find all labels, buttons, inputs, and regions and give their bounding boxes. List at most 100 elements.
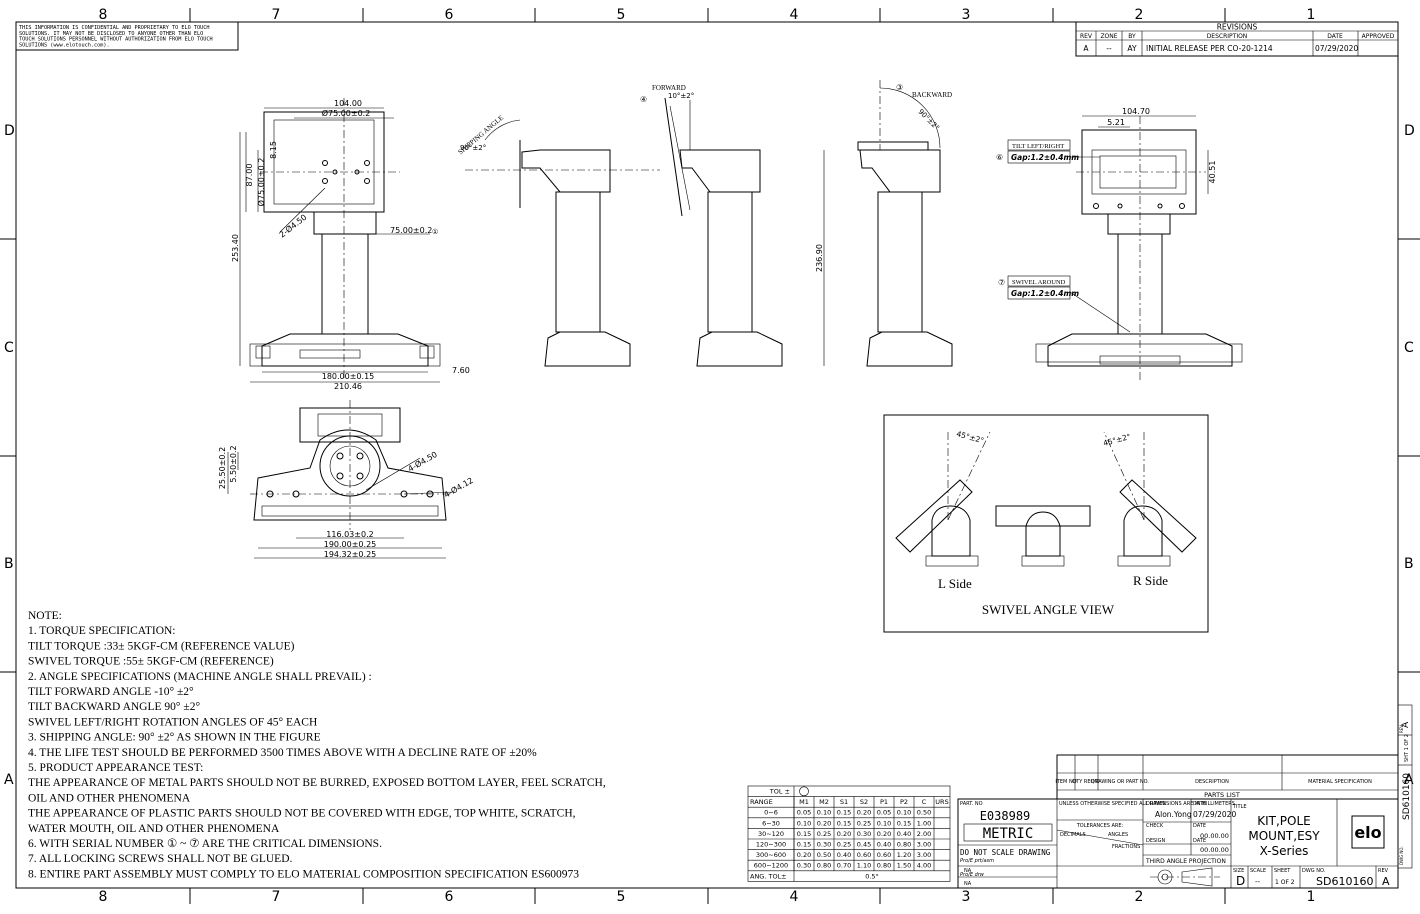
tol-cell: 3.00 <box>917 851 931 859</box>
drawn-date: 07/29/2020 <box>1193 810 1236 819</box>
zone-label-bottom: 8 <box>99 889 108 905</box>
side-dwg-label: DWG NO. <box>1399 846 1404 865</box>
title-line-2: MOUNT,ESY <box>1248 829 1320 843</box>
dim-bot-h2: 5.50±0.2 <box>229 445 238 482</box>
scale-value: -- <box>1255 878 1261 886</box>
rev-cell: 07/29/2020 <box>1315 44 1358 53</box>
dim-right-height: 40.51 <box>1208 161 1217 184</box>
forward-view: FORWARD 10°±2° ④ <box>640 84 783 367</box>
rev-header: REV <box>1080 33 1093 40</box>
tol-cell: 0.25 <box>817 830 831 838</box>
tol-cell: 120~300 <box>756 841 786 849</box>
dim-top-hole: Ø75.00±0.2 <box>322 108 371 118</box>
tol-cell: 0.10 <box>817 809 831 817</box>
callout-3: ③ <box>896 83 903 92</box>
zone-label-bottom: 7 <box>272 889 281 905</box>
side-rev-label: REV <box>1399 725 1404 733</box>
drawn-date-label: DATE <box>1193 801 1206 807</box>
tilt-gap: Gap:1.2±0.4mm <box>1011 153 1079 162</box>
size-label: SIZE <box>1233 868 1244 874</box>
swivel-left-label: L Side <box>938 576 972 591</box>
design-label: DESIGN <box>1146 838 1166 844</box>
elo-logo <box>1351 815 1385 849</box>
check-label: CHECK <box>1146 823 1164 829</box>
tol-cell: 0.20 <box>797 851 811 859</box>
shipping-side-view: SHIPPING ANGLE 90°±2° <box>457 114 660 367</box>
projection-label: THIRD ANGLE PROJECTION <box>1145 858 1226 865</box>
tol-cell: 3.00 <box>917 841 931 849</box>
backward-angle: 90°±2° <box>917 108 941 132</box>
dim-bot-w1: 116.03±0.2 <box>326 530 373 539</box>
sheet-border <box>15 21 1399 889</box>
parts-list-header: MATERIAL SPECIFICATION <box>1308 779 1372 785</box>
drawn-label: DRAWN <box>1146 801 1165 807</box>
tol-cell: 0.05 <box>797 809 811 817</box>
tol-cell: 6~30 <box>762 819 780 827</box>
row-label-left: A <box>4 772 14 788</box>
swivel-label: SWIVEL AROUND <box>1012 279 1066 286</box>
tol-header: P1 <box>880 798 888 806</box>
row-label-right: B <box>1404 556 1414 572</box>
note-line: 5. PRODUCT APPEARANCE TEST: <box>28 762 203 774</box>
parts-list-header: ITEM NO <box>1055 779 1076 785</box>
forward-label: FORWARD <box>652 84 686 92</box>
callout-4: ④ <box>640 95 647 104</box>
design-date: 00.00.00 <box>1200 846 1229 854</box>
dim-bot-hole1: 4-Ø4.50 <box>406 449 439 474</box>
callout-7: ⑦ <box>998 278 1005 287</box>
tol-label: TOL ± <box>769 788 790 796</box>
note-line: THE APPEARANCE OF METAL PARTS SHOULD NOT… <box>28 777 606 789</box>
right-view-dimensions: 104.70 5.21 40.51 TILT LEFT/RIGHT Gap:1.… <box>996 107 1217 333</box>
row-label-left: B <box>4 556 14 572</box>
tol-cell: 0.60 <box>857 851 871 859</box>
confidential-box <box>15 21 239 51</box>
dim-base-width: 180.00±0.15 <box>322 372 375 381</box>
row-label-right: D <box>1404 123 1415 139</box>
parts-list-header: DRAWING OR PART NO. <box>1091 779 1149 785</box>
ang-tol-label: ANG. TOL± <box>750 872 787 880</box>
shipping-angle: 90°±2° <box>460 144 486 152</box>
tol-cell: 0.45 <box>857 841 871 849</box>
swivel-angle-view: 45°±2° 45°±2° L Side R Side SWIVEL ANGLE… <box>883 414 1209 633</box>
tol-cell: 0.80 <box>817 862 831 870</box>
proe-part: NA <box>964 868 972 874</box>
title-label: TITLE <box>1232 804 1247 810</box>
dim-plate-height: 87.00 <box>245 164 254 187</box>
tol-cell: 1.20 <box>897 851 911 859</box>
confidential-line: SOLUTIONS (www.elotouch.com). <box>19 42 110 48</box>
tol-cell: 0.40 <box>877 841 891 849</box>
note-line: TILT TORQUE :33± 5KGF-CM (REFERENCE VALU… <box>28 640 295 652</box>
tol-cell: 0.50 <box>817 851 831 859</box>
backward-view: BACKWARD 90°±2° ③ 236.90 <box>815 80 953 367</box>
side-dwg: SD610160 <box>1402 773 1412 820</box>
unless-specified: UNLESS OTHERWISE SPECIFIED ALL DIMENSION… <box>1059 801 1235 807</box>
zone-label-top: 4 <box>790 7 799 23</box>
rev-cell: -- <box>1106 44 1112 53</box>
tol-cell: 0.50 <box>917 809 931 817</box>
tolerances-label: TOLERANCES ARE: <box>1076 823 1124 829</box>
tol-cell: 0.70 <box>837 862 851 870</box>
dim-base-total: 210.46 <box>334 382 362 391</box>
rev-cell: A <box>1083 44 1089 53</box>
tol-cell: 0.30 <box>797 862 811 870</box>
elo-logo-text: elo <box>1354 823 1381 842</box>
swivel-angle-right: 45°±2° <box>1102 432 1132 448</box>
dim-side-height: 236.90 <box>815 244 824 272</box>
tol-cell: 300~600 <box>756 851 786 859</box>
zone-ticks <box>0 8 1420 904</box>
tol-cell: 1.10 <box>857 862 871 870</box>
zone-label-bottom: 3 <box>962 889 971 905</box>
right-view <box>1035 116 1243 380</box>
note-line: 1. TORQUE SPECIFICATION: <box>28 625 176 637</box>
tol-header: C <box>922 798 927 806</box>
backward-label: BACKWARD <box>912 91 952 99</box>
tol-header: M1 <box>799 798 809 806</box>
rev-header: DATE <box>1327 33 1343 40</box>
metric-label: METRIC <box>983 826 1034 842</box>
note-line: TILT FORWARD ANGLE -10° ±2° <box>28 686 194 698</box>
zone-label-top: 1 <box>1307 7 1316 23</box>
tol-cell: 0.25 <box>837 841 851 849</box>
tol-cell: 0.80 <box>877 862 891 870</box>
tol-cell: 0.15 <box>897 819 911 827</box>
